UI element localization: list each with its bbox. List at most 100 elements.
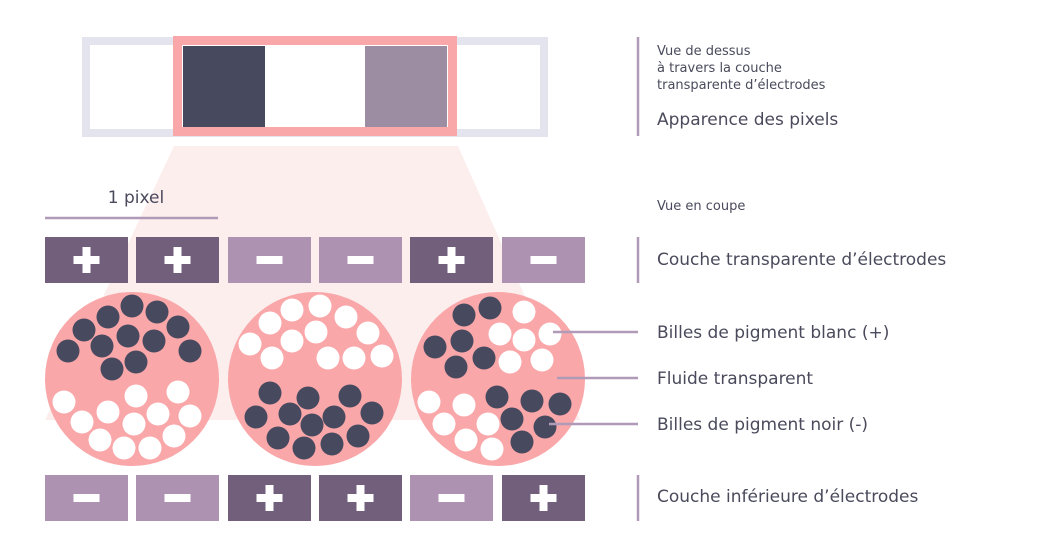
white-pigment-bead (70, 410, 94, 434)
white-pigment-bead (432, 412, 456, 436)
white-pigment-bead (52, 390, 76, 414)
black-pigment-bead (346, 424, 370, 448)
positive-electrode (45, 237, 128, 283)
black-pigment-bead (338, 384, 362, 408)
microcapsule-3 (411, 292, 585, 466)
white-pigment-bead (370, 344, 394, 368)
white-pigment-bead (258, 311, 282, 335)
black-pigment-bead (510, 430, 534, 454)
black-pigment-bead (178, 339, 202, 363)
white-pigment-bead (122, 412, 146, 436)
white-pigment-bead (260, 346, 284, 370)
black-pigment-bead (472, 346, 496, 370)
minus-icon (256, 256, 283, 264)
black-pigment-bead (478, 296, 502, 320)
black-beads-label: Billes de pigment noir (-) (657, 415, 868, 435)
minus-icon (73, 494, 100, 502)
black-pigment-bead (72, 318, 96, 342)
black-pigment-bead (296, 386, 320, 410)
black-pigment-bead (145, 300, 169, 324)
black-pigment-bead (266, 426, 290, 450)
white-pigment-bead (342, 346, 366, 370)
black-pigment-bead (485, 385, 509, 409)
white-pigment-bead (452, 393, 476, 417)
black-pigment-bead (56, 339, 80, 363)
negative-electrode (228, 237, 311, 283)
black-pigment-bead (96, 305, 120, 329)
white-pigment-bead (238, 332, 262, 356)
pixel-gray (365, 46, 447, 127)
white-pigment-bead (530, 348, 554, 372)
microcapsule-1 (45, 292, 219, 466)
black-pigment-bead (450, 329, 474, 353)
pixel-dark (183, 46, 265, 127)
fluid-label: Fluide transparent (657, 369, 813, 389)
black-pigment-bead (100, 357, 124, 381)
negative-electrode (45, 475, 128, 521)
white-pigment-bead (88, 428, 112, 452)
black-pigment-bead (278, 402, 302, 426)
positive-electrode (228, 475, 311, 521)
cross-section-caption: Vue en coupe (657, 199, 745, 214)
black-pigment-bead (300, 413, 324, 437)
pixel-scale-label: 1 pixel (108, 188, 164, 208)
negative-electrode (410, 475, 493, 521)
white-pigment-bead (498, 350, 522, 374)
microcapsules (45, 292, 585, 466)
minus-icon (530, 256, 557, 264)
pixel-appearance-title: Apparence des pixels (657, 110, 838, 130)
white-pigment-bead (512, 300, 536, 324)
white-pigment-bead (178, 404, 202, 428)
plus-icon-vertical (82, 247, 91, 273)
top-view-caption-2: à travers la couche (657, 61, 782, 76)
plus-icon-vertical (356, 485, 365, 511)
white-pigment-bead (476, 412, 500, 436)
white-pigment-bead (454, 428, 478, 452)
white-pigment-bead (417, 390, 441, 414)
white-pigment-bead (308, 294, 332, 318)
black-pigment-bead (116, 324, 140, 348)
white-pigment-bead (280, 298, 304, 322)
black-pigment-bead (548, 392, 572, 416)
white-pigment-bead (356, 321, 380, 345)
white-pigment-bead (512, 328, 536, 352)
top-view-caption-1: Vue de dessus (657, 44, 751, 59)
black-pigment-bead (320, 432, 344, 456)
positive-electrode (410, 237, 493, 283)
minus-icon (347, 256, 374, 264)
white-pigment-bead (538, 322, 562, 346)
plus-icon-vertical (265, 485, 274, 511)
black-pigment-bead (520, 389, 544, 413)
black-pigment-bead (258, 381, 282, 405)
white-pigment-bead (162, 424, 186, 448)
bottom-electrode-layer (45, 475, 585, 521)
minus-icon (438, 494, 465, 502)
white-pigment-bead (480, 437, 504, 461)
black-pigment-bead (500, 407, 524, 431)
plus-icon-vertical (447, 247, 456, 273)
bottom-layer-label: Couche inférieure d’électrodes (657, 487, 919, 507)
white-beads-label: Billes de pigment blanc (+) (657, 323, 889, 343)
plus-icon-vertical (173, 247, 182, 273)
white-pigment-bead (280, 329, 304, 353)
microcapsule-2 (228, 292, 402, 466)
white-pigment-bead (166, 380, 190, 404)
black-pigment-bead (360, 401, 384, 425)
plus-icon-vertical (539, 485, 548, 511)
top-electrode-layer (45, 237, 585, 283)
black-pigment-bead (120, 294, 144, 318)
black-pigment-bead (322, 405, 346, 429)
white-pigment-bead (124, 384, 148, 408)
negative-electrode (319, 237, 402, 283)
white-pigment-bead (138, 436, 162, 460)
black-pigment-bead (244, 405, 268, 429)
pixel-appearance-strip (82, 36, 548, 137)
white-pigment-bead (146, 402, 170, 426)
black-pigment-bead (444, 355, 468, 379)
top-layer-label: Couche transparente d’électrodes (657, 250, 946, 270)
black-pigment-bead (292, 436, 316, 460)
black-pigment-bead (90, 334, 114, 358)
white-pigment-bead (96, 400, 120, 424)
black-pigment-bead (423, 335, 447, 359)
